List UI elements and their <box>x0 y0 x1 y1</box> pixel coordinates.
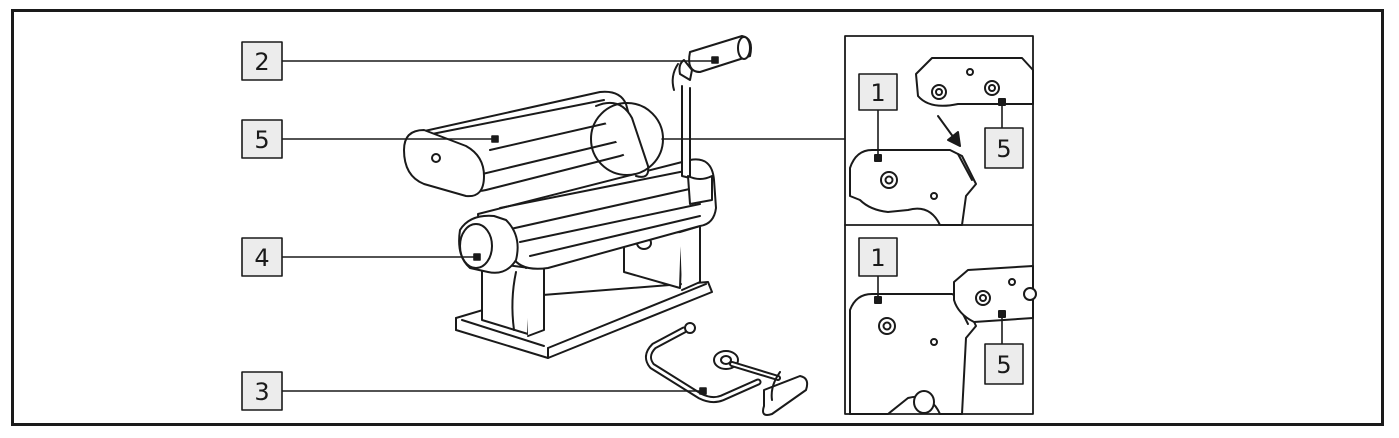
callout-label-handle: 2 <box>254 48 269 76</box>
detail-bottom-part-1 <box>849 293 977 415</box>
arrow-icon <box>947 131 961 147</box>
callout-label-knob: 4 <box>254 244 269 272</box>
callout-box-knob: 4 <box>241 237 283 277</box>
pasta-machine <box>403 35 809 416</box>
detail-bottom-label-1: 1 <box>870 244 885 272</box>
callout-label-cover: 5 <box>254 126 269 154</box>
outer-frame <box>11 9 1384 426</box>
machine-body <box>477 158 717 270</box>
clamp-wingnut <box>762 375 809 416</box>
leader-lines <box>281 56 846 395</box>
detail-top-label-1: 1 <box>870 79 885 107</box>
detail-top: 1 5 <box>849 57 1034 226</box>
detail-top-part-1 <box>849 149 977 226</box>
detail-top-part-5 <box>915 57 1034 107</box>
detail-bottom-label-5: 5 <box>996 351 1011 379</box>
detail-bottom-part-5 <box>953 265 1034 323</box>
callout-box-clamp: 3 <box>241 371 283 411</box>
callout-box-cover: 5 <box>241 119 283 159</box>
detail-bottom: 1 5 <box>849 237 1037 415</box>
callout-label-clamp: 3 <box>254 378 269 406</box>
crank-arm <box>681 85 691 179</box>
cover-side-plate <box>403 129 485 198</box>
detail-top-label-5: 5 <box>996 135 1011 163</box>
callout-box-handle: 2 <box>241 41 283 81</box>
